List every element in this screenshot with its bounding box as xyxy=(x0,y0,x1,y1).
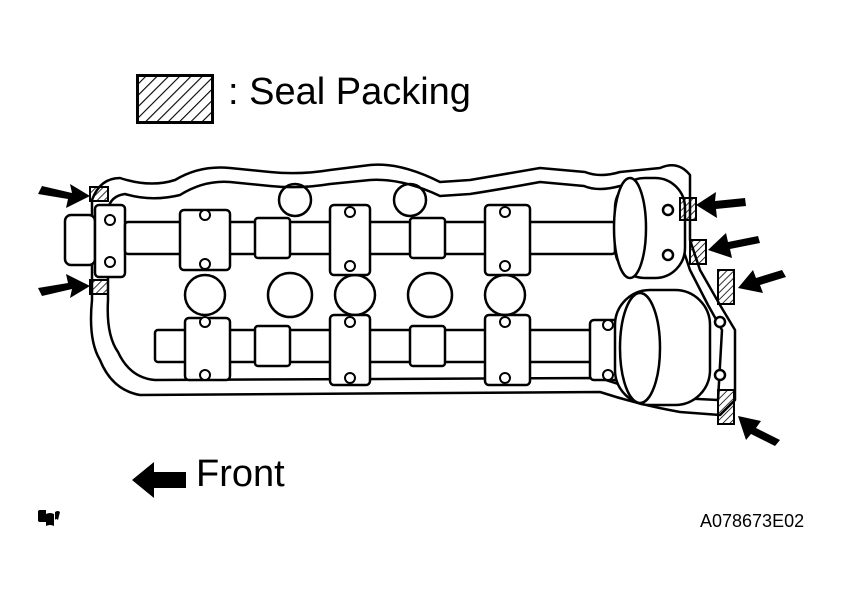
repair-manual-icon xyxy=(38,510,60,526)
upper-cam-gear xyxy=(612,176,687,280)
seal-pointer-arrows xyxy=(38,184,786,446)
arrow-rear-4 xyxy=(738,416,780,446)
lower-cam-gear xyxy=(613,288,727,407)
left-arrow-icon xyxy=(132,462,186,498)
arrow-rear-3 xyxy=(738,270,786,293)
head-outer-outline xyxy=(89,163,737,417)
seal-packing-rear-4 xyxy=(717,389,735,425)
seal-packing-front-upper xyxy=(89,186,109,202)
lower-camshaft xyxy=(153,313,627,387)
seal-packing-areas xyxy=(89,186,735,425)
figure-code: A078673E02 xyxy=(700,511,805,531)
front-direction-label: Front xyxy=(196,453,285,495)
seal-packing-legend-swatch xyxy=(136,74,214,124)
upper-camshaft xyxy=(63,203,617,279)
seal-packing-rear-3 xyxy=(717,269,735,305)
arrow-front-lower xyxy=(38,274,90,298)
arrow-rear-2 xyxy=(708,233,760,258)
seal-packing-rear-1 xyxy=(679,197,697,221)
arrow-rear-1 xyxy=(696,192,746,218)
seal-packing-rear-2 xyxy=(689,239,707,265)
seal-packing-front-lower xyxy=(89,279,109,295)
seal-packing-legend-label: : Seal Packing xyxy=(228,71,471,113)
head-inner-outline xyxy=(106,178,724,402)
arrow-front-upper xyxy=(38,184,90,208)
